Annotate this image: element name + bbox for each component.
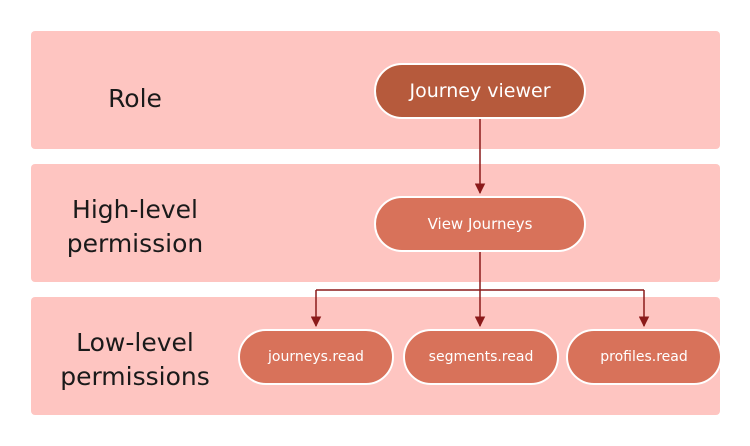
high-level-row-label: High-level permission [66,195,204,258]
role-node: Journey viewer [374,63,586,119]
low-level-row-label: Low-level permissions [60,328,210,391]
low-level-permission-node: profiles.read [566,329,722,385]
role-row-label: Role [108,84,162,113]
high-level-permission-node: View Journeys [374,196,586,252]
low-level-permission-node: segments.read [403,329,559,385]
low-level-permission-node: journeys.read [238,329,394,385]
